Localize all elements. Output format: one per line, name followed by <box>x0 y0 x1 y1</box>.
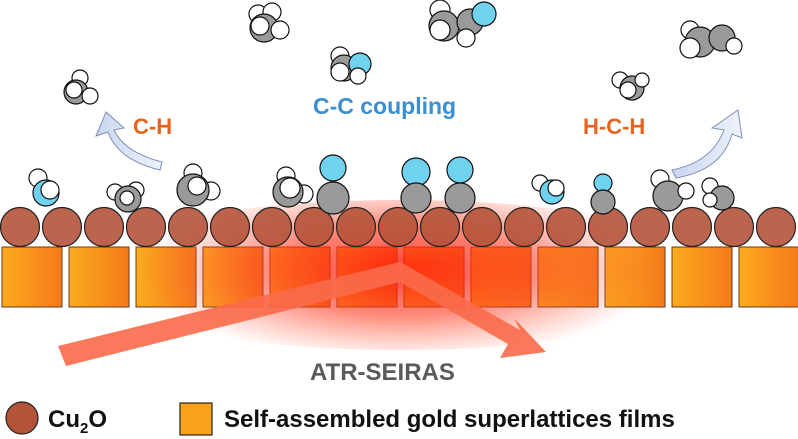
surface-adsorbates <box>28 154 735 215</box>
cu2o-sphere <box>629 206 671 248</box>
cu2o-sphere <box>125 206 167 248</box>
cu2o-sphere <box>755 206 797 248</box>
cu2o-sphere <box>293 206 335 248</box>
label-atr-seiras: ATR-SEIRAS <box>310 359 455 386</box>
cu2o-sphere <box>209 206 251 248</box>
cu2o-sphere <box>713 206 755 248</box>
label-cc-coupling: C-C coupling <box>313 93 456 119</box>
gold-block <box>738 246 798 308</box>
cu2o-sphere <box>41 206 83 248</box>
cu2o-sphere <box>335 206 377 248</box>
cu2o-sphere <box>461 206 503 248</box>
atr-ir-beam-arrow <box>58 262 546 366</box>
cu2o-sphere <box>377 206 419 248</box>
cu2o-layer <box>0 206 797 248</box>
cu2o-sphere <box>419 206 461 248</box>
legend-gold-label: Self-assembled gold superlattices films <box>224 406 675 433</box>
curved-arrow-left <box>95 111 163 171</box>
curved-arrow-right <box>671 109 743 179</box>
cu2o-sphere <box>545 206 587 248</box>
label-hch: H-C-H <box>583 114 645 139</box>
gold-block <box>1 246 63 308</box>
cu2o-sphere <box>503 206 545 248</box>
legend-gold-swatch <box>179 402 213 436</box>
label-ch: C-H <box>133 114 172 139</box>
cu2o-sphere <box>83 206 125 248</box>
legend-cu2o-label: Cu2O <box>48 406 107 437</box>
cu2o-sphere <box>671 206 713 248</box>
cu2o-sphere <box>0 206 41 248</box>
gas-products <box>63 0 743 105</box>
cu2o-sphere <box>251 206 293 248</box>
legend-cu2o-swatch <box>5 401 39 435</box>
cu2o-sphere <box>167 206 209 248</box>
